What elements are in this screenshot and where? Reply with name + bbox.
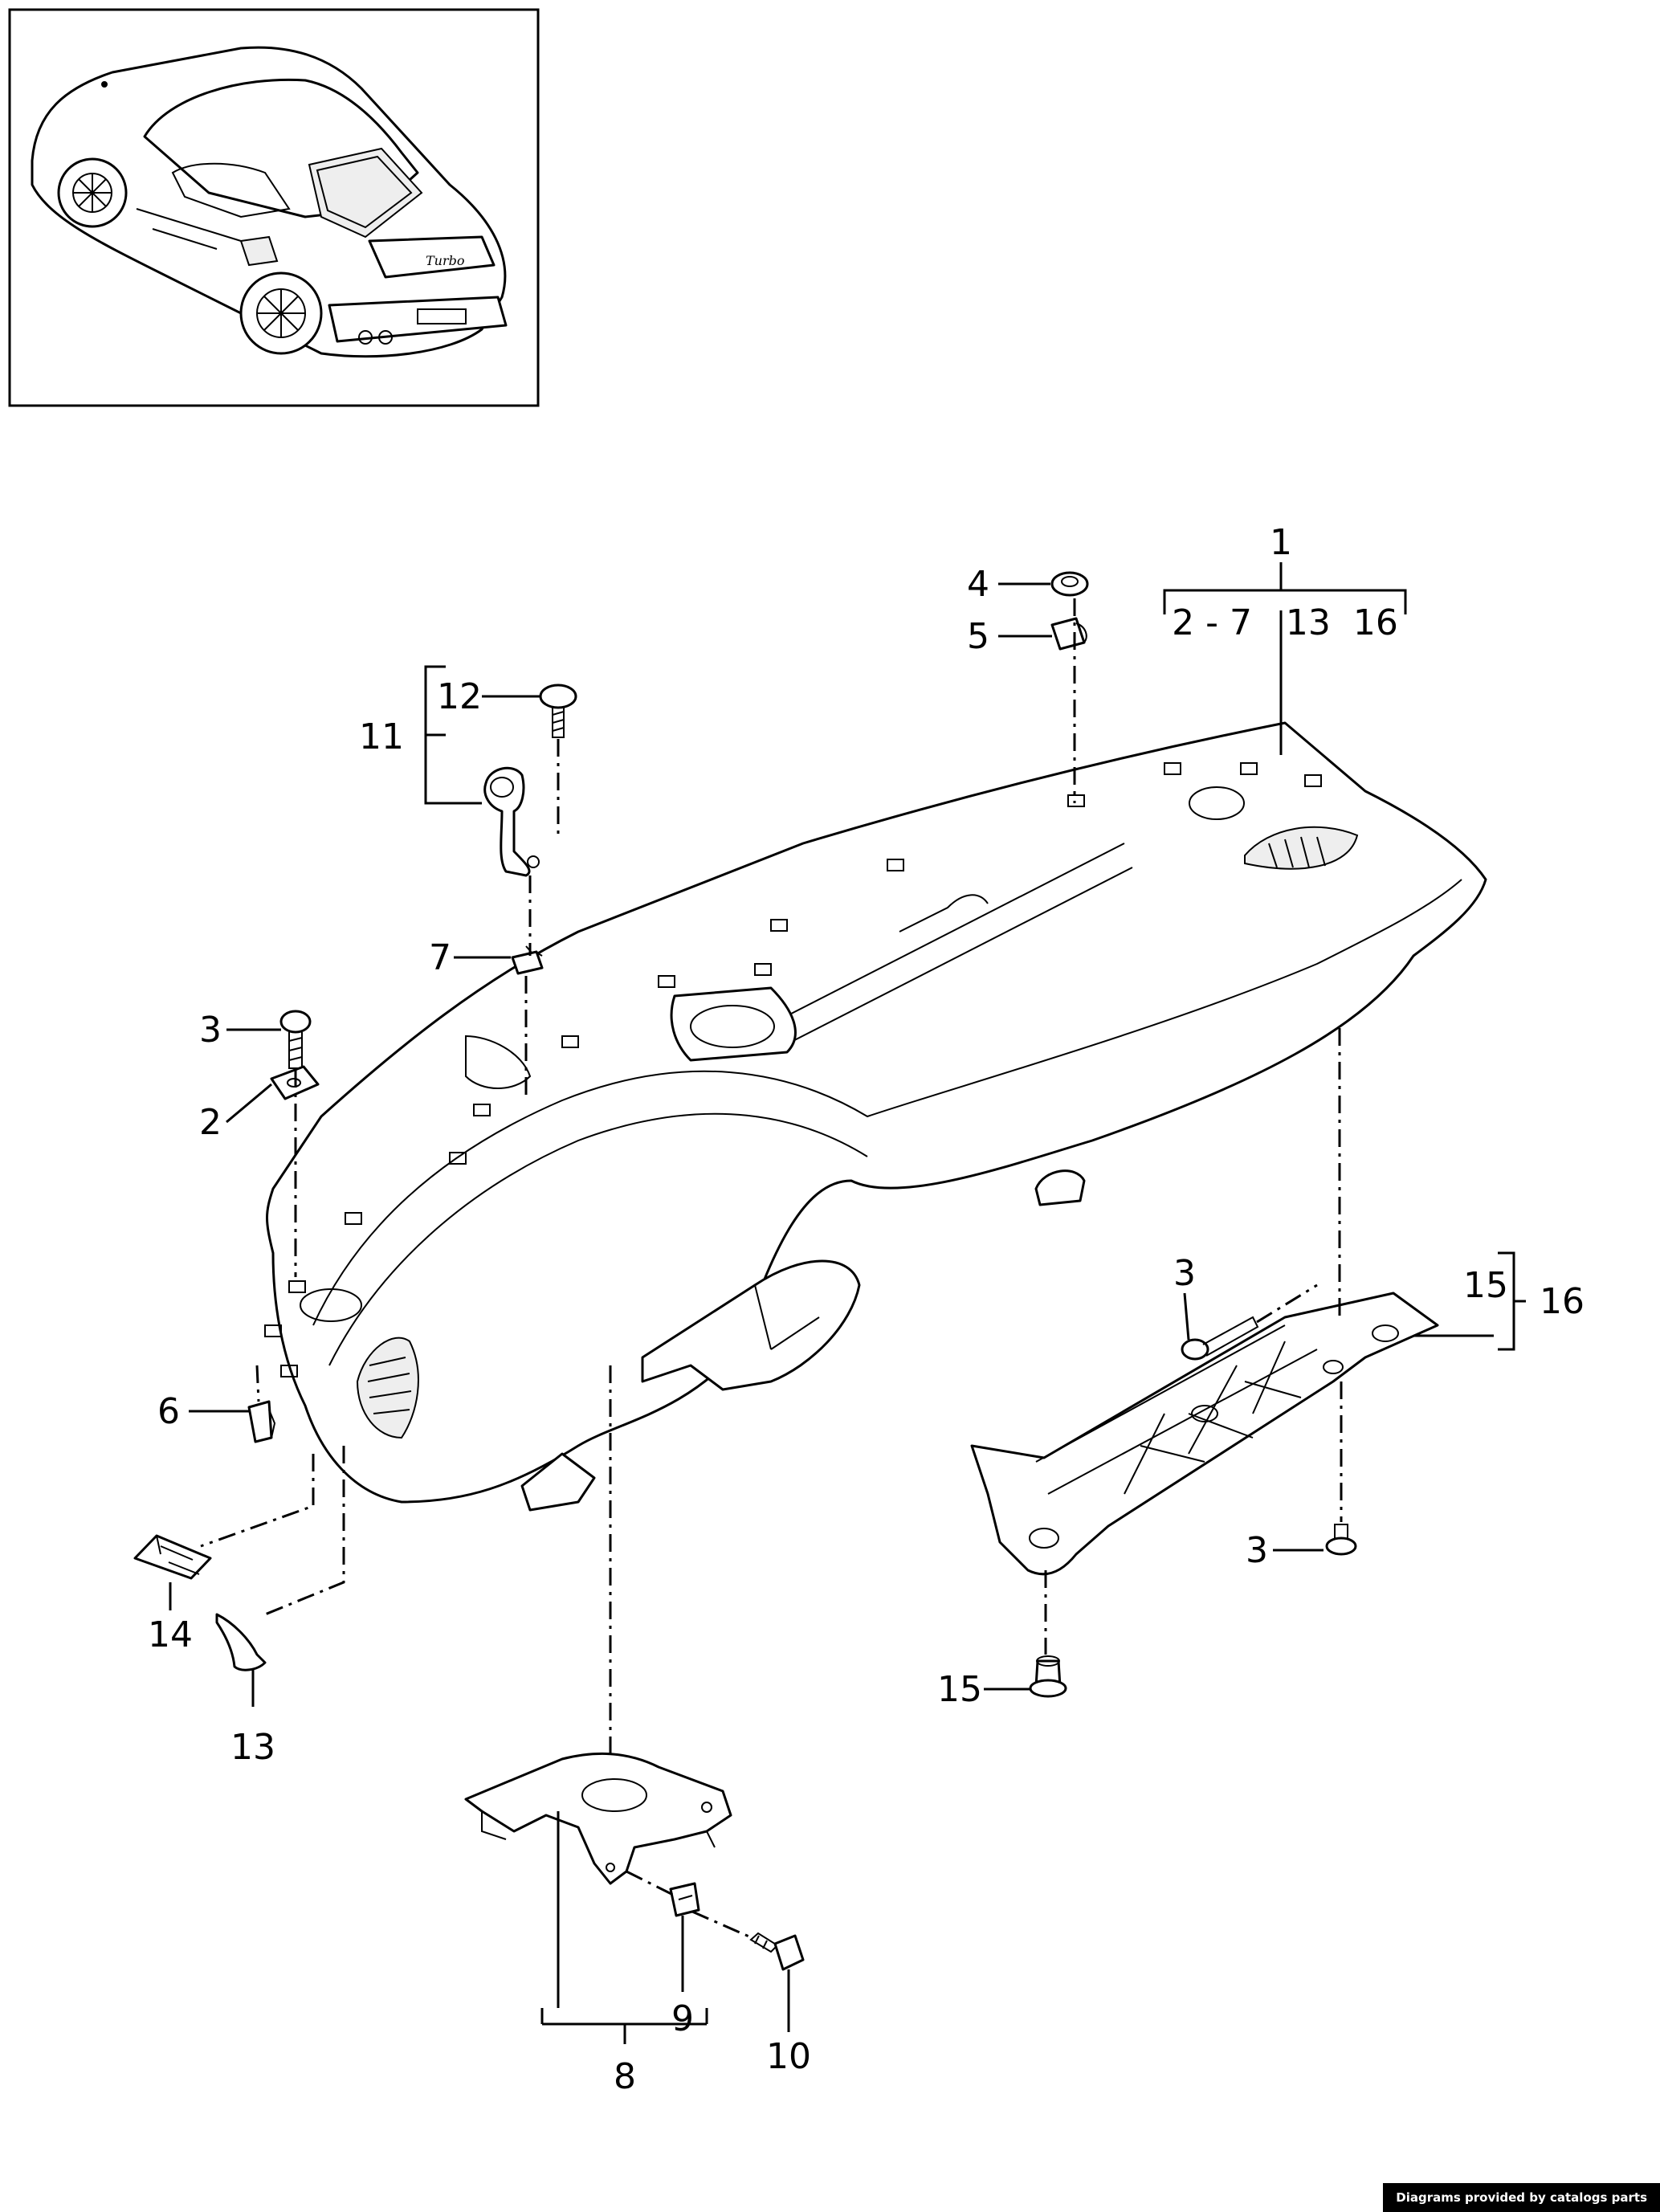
part-7-clip-icon — [511, 945, 544, 975]
callout-16: 16 — [1540, 1281, 1585, 1322]
part-6-clip-icon — [247, 1400, 276, 1443]
callout-15-lower: 15 — [937, 1669, 982, 1710]
callout-1-range: 2 - 7 13 16 — [1172, 602, 1398, 643]
part-4-nut-icon — [1050, 571, 1089, 597]
callout-12: 12 — [437, 676, 482, 717]
part-16-reinforcement-bracket-icon — [970, 1292, 1439, 1576]
part-14-clip-icon — [133, 1534, 212, 1580]
part-3-screw-lower-icon — [1325, 1524, 1357, 1556]
callout-5: 5 — [967, 616, 989, 657]
part-10-bolt-icon — [749, 1932, 805, 1971]
callout-3-upper: 3 — [199, 1010, 222, 1051]
callout-11: 11 — [359, 716, 404, 757]
callout-6: 6 — [157, 1391, 180, 1432]
leader-lines — [169, 562, 1526, 2044]
car-rear-three-quarter-icon: Turbo — [31, 46, 508, 358]
part-11-bracket-icon — [483, 766, 540, 877]
callout-7: 7 — [429, 937, 451, 978]
part-5-clip-icon — [1050, 617, 1087, 651]
callout-9: 9 — [671, 1998, 694, 2039]
callout-3-lower: 3 — [1246, 1530, 1268, 1571]
callout-2: 2 — [199, 1102, 222, 1143]
callout-10: 10 — [766, 2036, 811, 2077]
callout-13: 13 — [230, 1727, 275, 1768]
vehicle-thumbnail: Turbo — [8, 8, 540, 407]
model-script-mark: Turbo — [426, 253, 465, 268]
callout-15-upper: 15 — [1463, 1265, 1508, 1306]
callout-4: 4 — [967, 564, 989, 605]
assembly-lines — [200, 598, 1343, 1939]
callout-1: 1 — [1270, 522, 1292, 563]
callout-14: 14 — [148, 1614, 193, 1655]
part-9-clip-icon — [669, 1882, 700, 1917]
rear-parcel-shelf-assembly-icon — [264, 721, 1487, 1512]
part-13-trim-strip-icon — [215, 1613, 267, 1671]
callout-3-bracket: 3 — [1173, 1253, 1196, 1294]
thumbnail-frame — [8, 8, 540, 407]
credit-badge: Diagrams provided by catalogs parts — [1383, 2183, 1660, 2212]
part-15-grommet-icon — [1029, 1655, 1067, 1698]
part-8-bracket-icon — [464, 1752, 732, 1885]
callout-8: 8 — [614, 2056, 636, 2097]
part-12-screw-icon — [539, 684, 577, 738]
callouts: 1 2 - 7 13 16 4 5 12 11 7 3 2 6 14 13 8 … — [148, 522, 1585, 2097]
part-3-screw-bracket-icon — [1181, 1316, 1259, 1361]
part-3-screw-icon — [279, 1010, 312, 1069]
